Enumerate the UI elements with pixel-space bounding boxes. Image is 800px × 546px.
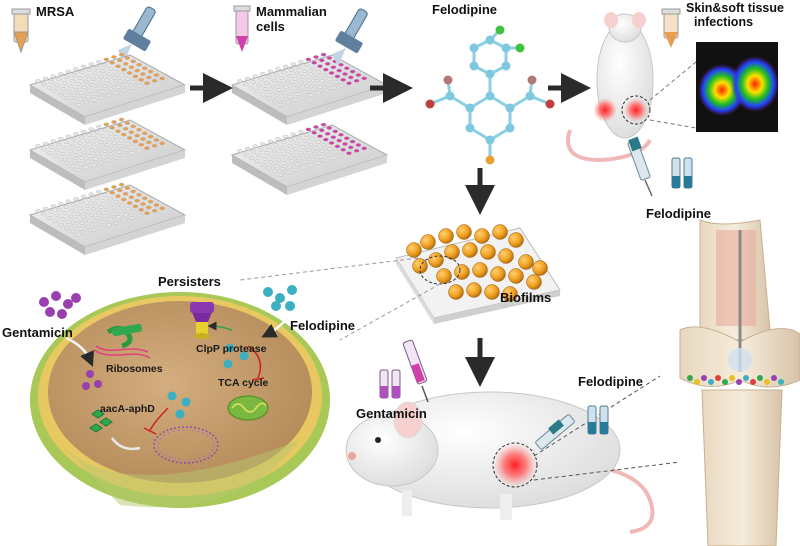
felodipine-mouse-label: Felodipine bbox=[578, 374, 643, 389]
vial-icon-top bbox=[671, 157, 693, 189]
syringe-icon-gentamicin bbox=[402, 339, 429, 403]
pipette-icon-1 bbox=[118, 6, 156, 62]
well-plate-icon bbox=[28, 117, 187, 190]
aaca-enzyme-icon bbox=[89, 409, 113, 433]
persisters-label: Persisters bbox=[158, 274, 221, 289]
well-plate-icon bbox=[230, 52, 389, 125]
knee-bone-icon bbox=[679, 219, 800, 546]
clpp-protease-icon bbox=[190, 302, 214, 339]
clpp-label: ClpP protease bbox=[196, 343, 267, 355]
felodipine-right-label: Felodipine bbox=[646, 206, 711, 221]
biofilm-slab bbox=[395, 224, 561, 324]
ribosome-icon bbox=[93, 323, 151, 359]
tube-icon-top-right bbox=[661, 8, 681, 48]
mouse-icon-bottom bbox=[345, 391, 655, 534]
mammalian-well-plates bbox=[230, 52, 389, 195]
mammalian-label-line1: Mammalian bbox=[256, 4, 327, 19]
zoom-line-3 bbox=[533, 375, 661, 457]
vial-icon-felodipine bbox=[587, 405, 609, 435]
syringe-icon-felodipine bbox=[535, 414, 575, 450]
biofilms-label: Biofilms bbox=[500, 290, 551, 305]
mrsa-label: MRSA bbox=[36, 4, 75, 19]
mouse-icon-top bbox=[566, 12, 654, 163]
felodipine-top-label: Felodipine bbox=[432, 2, 497, 17]
heatmap-icon bbox=[649, 42, 779, 132]
zoom-line-1 bbox=[239, 257, 419, 281]
mammalian-tube-icon bbox=[233, 5, 251, 52]
syringe-icon-top bbox=[627, 136, 653, 197]
mrsa-tube-icon bbox=[11, 8, 31, 54]
tca-cycle-label: TCA cycle bbox=[218, 377, 269, 389]
aaca-label: aacA-aphD bbox=[100, 403, 155, 415]
gentamicin-left-label: Gentamicin bbox=[2, 325, 73, 340]
skin-infection-label-line1: Skin&soft tissue bbox=[686, 1, 784, 15]
ribosomes-label: Ribosomes bbox=[106, 363, 163, 375]
persister-cell bbox=[30, 292, 330, 508]
dna-plasmid-icon bbox=[153, 426, 219, 464]
mitochondria-icon bbox=[227, 395, 269, 421]
skin-infection-label-line2: infections bbox=[694, 15, 753, 29]
zoom-line-2 bbox=[339, 283, 441, 341]
well-plate-icon bbox=[28, 52, 187, 125]
felodipine-cell-label: Felodipine bbox=[290, 318, 355, 333]
gentamicin-mid-label: Gentamicin bbox=[356, 406, 427, 421]
mrsa-well-plates bbox=[28, 52, 187, 255]
mammalian-label-line2: cells bbox=[256, 19, 285, 34]
vial-icon-gentamicin bbox=[379, 369, 401, 399]
felodipine-molecule-icon bbox=[425, 25, 555, 165]
zoom-line-4 bbox=[533, 461, 681, 481]
well-plate-icon bbox=[230, 122, 389, 195]
cell-pathway-lines bbox=[65, 317, 289, 451]
pipette-icon-2 bbox=[332, 8, 368, 66]
well-plate-icon bbox=[28, 182, 187, 255]
